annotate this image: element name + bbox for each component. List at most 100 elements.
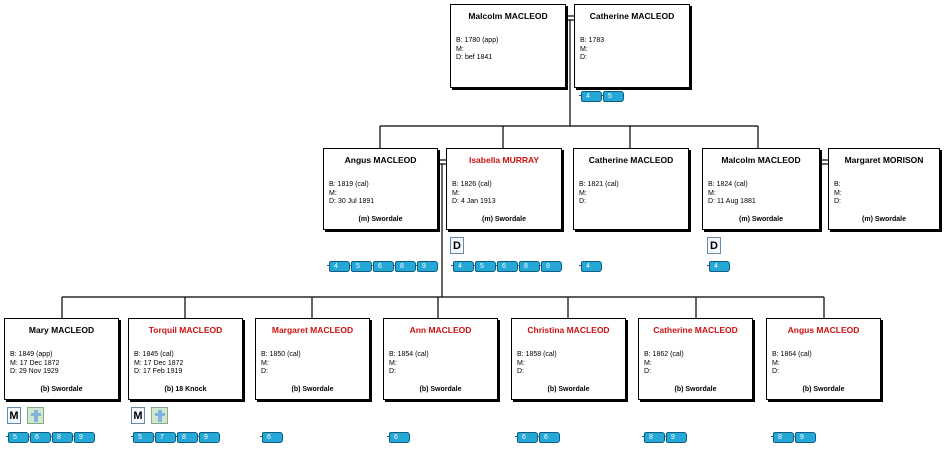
birth-line: B: 1849 (app) [10,351,53,358]
death-line: D: 4 Jan 1913 [452,198,496,205]
death-line: D: bef 1841 [456,54,493,61]
source-tag[interactable]: 9 [539,261,562,272]
source-tag[interactable]: 6 [515,432,538,443]
person-events: B: 1858 (cal) M: D: [517,351,625,377]
source-tag[interactable]: 6 [371,261,394,272]
birth-line: B: 1826 (cal) [452,181,492,188]
person-card-ann-macleod[interactable]: Ann MACLEOD B: 1854 (cal) M: D: (b) Swor… [383,318,498,400]
birth-line: B: 1862 (cal) [644,351,684,358]
person-events: B: 1821 (cal) M: D: [579,181,688,207]
person-card-malcolm-macleod-uncle[interactable]: Malcolm MACLEOD B: 1824 (cal) M: D: 11 A… [702,148,820,230]
person-card-catherine-macleod-child[interactable]: Catherine MACLEOD B: 1862 (cal) M: D: (b… [638,318,753,400]
death-line: D: 17 Feb 1919 [134,368,183,375]
person-events: B: 1819 (cal) M: D: 30 Jul 1891 [329,181,437,207]
source-tag[interactable]: 5 [349,261,372,272]
source-tag[interactable]: 5 [473,261,496,272]
person-events: B: 1845 (cal) M: 17 Dec 1872 D: 17 Feb 1… [134,351,242,377]
person-card-angus-macleod-father[interactable]: Angus MACLEOD B: 1819 (cal) M: D: 30 Jul… [323,148,438,230]
person-events: B: 1826 (cal) M: D: 4 Jan 1913 [452,181,561,207]
source-tag[interactable]: 6 [387,432,410,443]
death-line: D: [580,54,587,61]
person-card-margaret-macleod[interactable]: Margaret MACLEOD B: 1850 (cal) M: D: (b)… [255,318,370,400]
person-name: Angus MACLEOD [344,155,417,165]
person-card-angus-macleod-child[interactable]: Angus MACLEOD B: 1864 (cal) M: D: (b) Sw… [766,318,881,400]
gravestone-icon[interactable] [151,407,168,424]
source-tag[interactable]: 5 [131,432,154,443]
death-line: D: 30 Jul 1891 [329,198,375,205]
source-tag[interactable]: 8 [642,432,665,443]
marriage-line: M: [580,45,588,53]
gravestone-icon[interactable] [27,407,44,424]
source-tag[interactable]: 9 [197,432,220,443]
marriage-line: M: 17 Dec 1872 [134,359,184,367]
marriage-line: M: [389,359,397,367]
person-card-margaret-morison[interactable]: Margaret MORISON B: M: D: (m) Swordale [828,148,940,230]
marriage-line: M: [456,45,464,53]
person-events: B: 1864 (cal) M: D: [772,351,880,377]
person-name: Angus MACLEOD [787,325,860,335]
source-tag[interactable]: 6 [28,432,51,443]
birth-line: B: 1850 (cal) [261,351,301,358]
marriage-line: M: [579,189,587,197]
birth-line: B: 1845 (cal) [134,351,174,358]
source-tag[interactable]: 4 [579,261,602,272]
death-document-icon[interactable]: D [707,237,721,254]
person-events: B: 1854 (cal) M: D: [389,351,497,377]
person-card-catherine-macleod-aunt[interactable]: Catherine MACLEOD B: 1821 (cal) M: D: [573,148,689,230]
source-tag[interactable]: 8 [517,261,540,272]
birth-place: (b) Swordale [674,386,717,393]
source-tag[interactable]: 4 [707,261,730,272]
marriage-document-icon[interactable]: M [7,407,21,424]
birth-line: B: 1858 (cal) [517,351,557,358]
death-document-icon[interactable]: D [450,237,464,254]
source-tag[interactable]: 9 [415,261,438,272]
person-card-isabella-murray[interactable]: Isabella MURRAY B: 1826 (cal) M: D: 4 Ja… [446,148,562,230]
source-tag[interactable]: 5 [6,432,29,443]
source-tag[interactable]: 4 [327,261,350,272]
source-tags-ann: 6 [387,432,411,443]
marriage-line: M: [644,359,652,367]
source-tag[interactable]: 6 [537,432,560,443]
person-name: Mary MACLEOD [28,325,95,335]
source-tag[interactable]: 9 [72,432,95,443]
marriage-place: (m) Swordale [739,216,783,223]
source-tag[interactable]: 6 [495,261,518,272]
person-card-mary-macleod[interactable]: Mary MACLEOD B: 1849 (app) M: 17 Dec 187… [4,318,119,400]
person-card-catherine-macleod-grandmother[interactable]: Catherine MACLEOD B: 1783 M: D: [574,4,690,88]
source-tag[interactable]: 5 [601,91,624,102]
source-tag[interactable]: 4 [579,91,602,102]
source-tag[interactable]: 8 [50,432,73,443]
source-tag[interactable]: 4 [451,261,474,272]
person-card-torquil-macleod[interactable]: Torquil MACLEOD B: 1845 (cal) M: 17 Dec … [128,318,243,400]
death-line: D: [834,198,841,205]
person-events: B: 1850 (cal) M: D: [261,351,369,377]
source-tag[interactable]: 8 [771,432,794,443]
marriage-line: M: [834,189,842,197]
person-card-malcolm-macleod-grandfather[interactable]: Malcolm MACLEOD B: 1780 (app) M: D: bef … [450,4,566,88]
birth-line: B: 1854 (cal) [389,351,429,358]
birth-line: B: 1783 [580,37,605,44]
source-tag[interactable]: 8 [175,432,198,443]
person-name: Malcolm MACLEOD [721,155,801,165]
birth-place: (b) Swordale [291,386,334,393]
source-tag[interactable]: 7 [153,432,176,443]
birth-place: (b) Swordale [40,386,83,393]
marriage-document-icon[interactable]: M [131,407,145,424]
person-name: Margaret MORISON [844,155,924,165]
source-tag[interactable]: 6 [260,432,283,443]
source-tags-catherine: 4 [579,261,603,272]
person-card-christina-macleod[interactable]: Christina MACLEOD B: 1858 (cal) M: D: (b… [511,318,626,400]
source-tag[interactable]: 9 [664,432,687,443]
death-line: D: [579,198,586,205]
marriage-line: M: [452,189,460,197]
source-tag[interactable]: 8 [393,261,416,272]
source-tag[interactable]: 9 [793,432,816,443]
